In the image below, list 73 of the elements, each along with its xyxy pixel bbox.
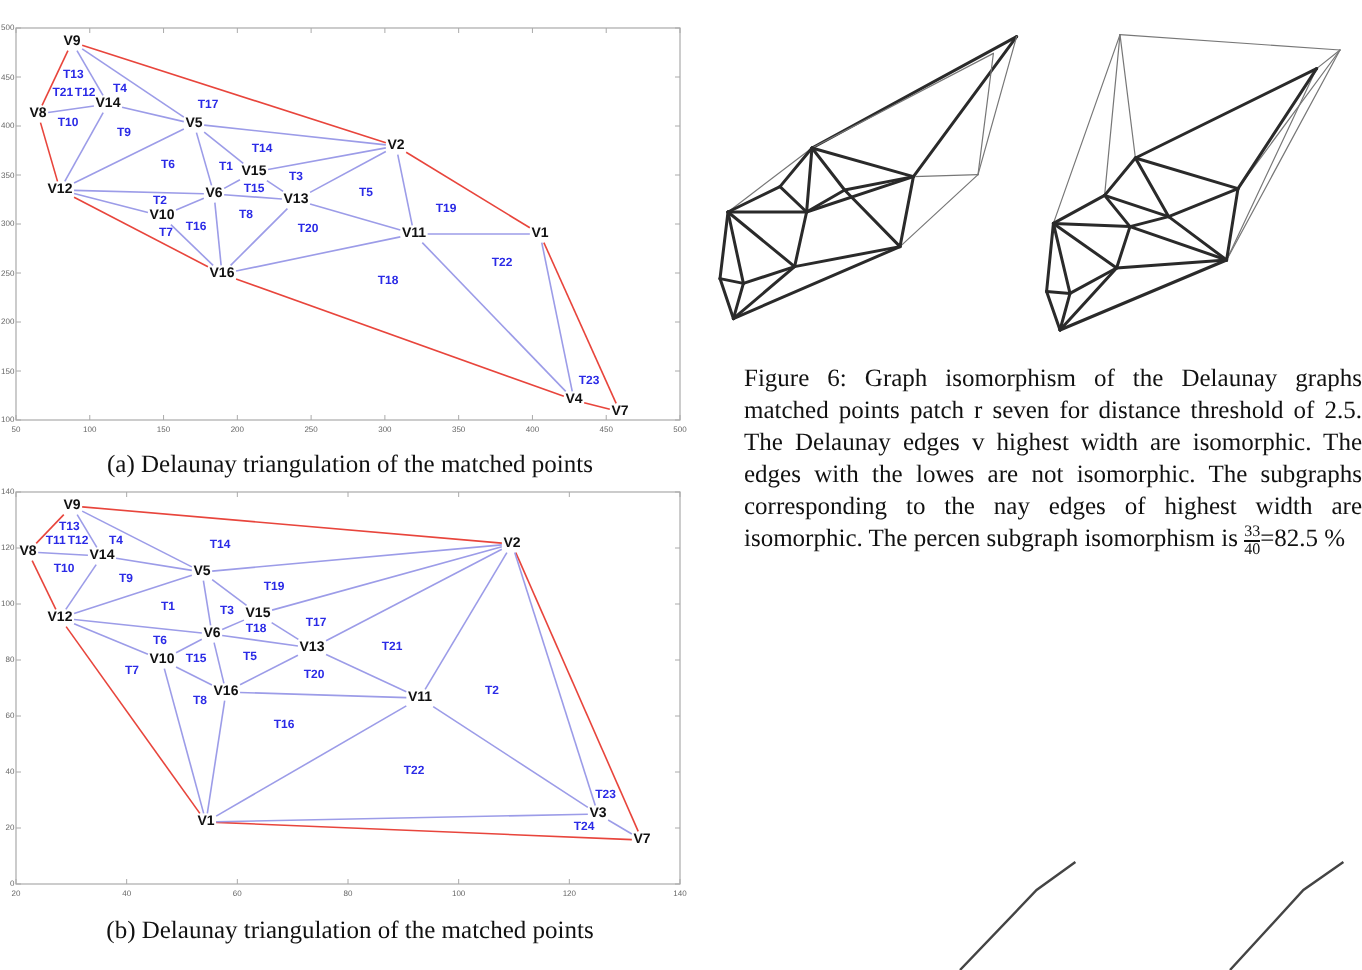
triangulation-line xyxy=(76,513,98,549)
triangulation-line xyxy=(223,178,241,190)
hull-line xyxy=(41,49,69,107)
hull-line xyxy=(515,551,639,833)
hull-line xyxy=(543,241,617,405)
triangulation-line xyxy=(37,551,89,557)
hull-line xyxy=(31,559,57,611)
triangulation-line xyxy=(175,638,203,654)
triangulation-line xyxy=(211,544,503,572)
triangulation-line xyxy=(513,551,597,807)
triangulation-line xyxy=(214,201,222,267)
triangulation-line xyxy=(426,233,531,235)
triangulation-line xyxy=(309,150,387,194)
triangulation-line xyxy=(115,557,193,572)
triangulation-line xyxy=(215,705,408,817)
triangulation-line xyxy=(607,819,633,835)
hull-line xyxy=(215,821,633,841)
triangulation-line xyxy=(213,641,225,685)
hull-line xyxy=(81,506,503,544)
triangulation-line xyxy=(211,578,248,607)
triangulation-line xyxy=(175,197,205,211)
subfigure-caption: (b) Delaunay triangulation of the matched points xyxy=(106,917,594,943)
hull-line xyxy=(81,44,387,144)
triangulation-line xyxy=(540,241,574,393)
hull-line xyxy=(35,513,65,545)
hull-line xyxy=(235,278,565,398)
triangulation-line xyxy=(73,192,149,214)
triangulation-line xyxy=(325,548,503,642)
triangulation-line xyxy=(432,705,589,809)
triangulation-line xyxy=(239,654,299,686)
triangulation-line xyxy=(396,153,414,227)
triangulation-line xyxy=(163,667,205,815)
figure-caption: Figure 6: Graph isomorphism of the Delaunay graphs matched points patch r seven for distance threshold of 2.5. The Delaunay edges v highest width are isomorphic. The edges with the lowes are not isomorphic. The subgraphs corresponding to the nay edges of highest width are isomorphic. The percen subgraph isomorphism is $^{33}$$_{40}$=82.5 % xyxy=(744,362,1362,558)
triangulation-line xyxy=(266,179,284,193)
triangulation-line xyxy=(170,223,214,267)
triangulation-line xyxy=(73,623,149,655)
hull-line xyxy=(583,401,611,411)
triangulation-line xyxy=(175,666,213,686)
triangulation-line xyxy=(65,563,97,611)
hull-line xyxy=(39,121,59,183)
triangulation-line xyxy=(215,813,589,823)
triangulation-line xyxy=(195,131,213,187)
triangulation-line xyxy=(121,106,185,123)
triangulation-line xyxy=(64,111,104,183)
triangulation-line xyxy=(271,546,503,611)
triangulation-line xyxy=(73,574,193,615)
triangulation-line xyxy=(203,131,245,165)
triangulation-line xyxy=(309,203,402,231)
triangulation-line xyxy=(221,619,245,631)
triangulation-line xyxy=(221,634,299,647)
triangulation-line xyxy=(81,510,193,568)
triangulation-line xyxy=(270,621,300,641)
triangulation-line xyxy=(73,128,185,184)
triangulation-line xyxy=(421,241,567,393)
hull-line xyxy=(405,151,531,229)
triangulation-line xyxy=(235,236,402,272)
triangulation-line xyxy=(267,147,387,171)
triangulation-line xyxy=(73,189,205,195)
triangulation-line xyxy=(202,579,212,627)
hull-line xyxy=(65,625,201,815)
triangulation-line xyxy=(81,48,185,118)
triangulation-line xyxy=(203,124,387,146)
triangulation-line xyxy=(206,699,226,815)
hull-line xyxy=(73,196,209,268)
triangulation-line xyxy=(76,49,104,97)
triangulation-line xyxy=(47,105,95,114)
triangulation-line xyxy=(424,551,508,691)
triangulation-line xyxy=(229,207,289,267)
triangulation-line xyxy=(239,691,408,699)
triangulation-line xyxy=(325,653,408,693)
triangulation-line xyxy=(223,193,283,200)
triangulation-line xyxy=(73,618,203,634)
subfigure-caption: (a) Delaunay triangulation of the matched points xyxy=(107,451,593,477)
